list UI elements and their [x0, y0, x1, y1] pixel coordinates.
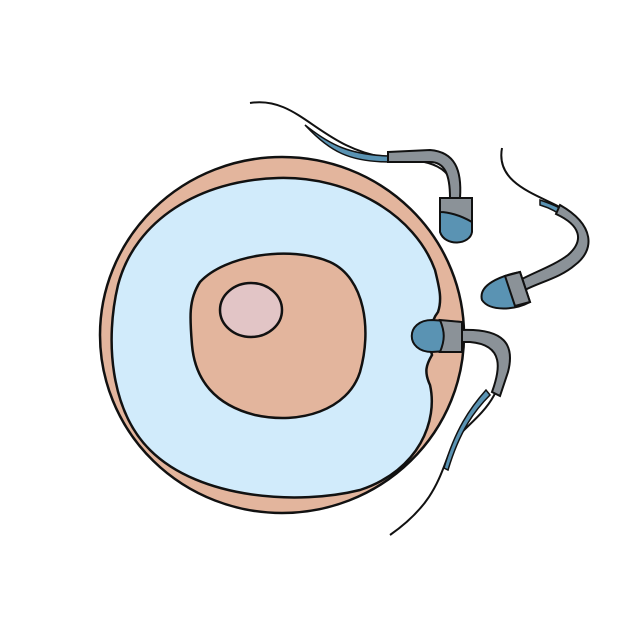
egg-nucleolus: [218, 281, 284, 339]
sperm-2: [480, 147, 590, 310]
sperm-1: [249, 101, 473, 244]
egg-nucleus: [189, 252, 367, 420]
sperm-3: [389, 318, 512, 536]
